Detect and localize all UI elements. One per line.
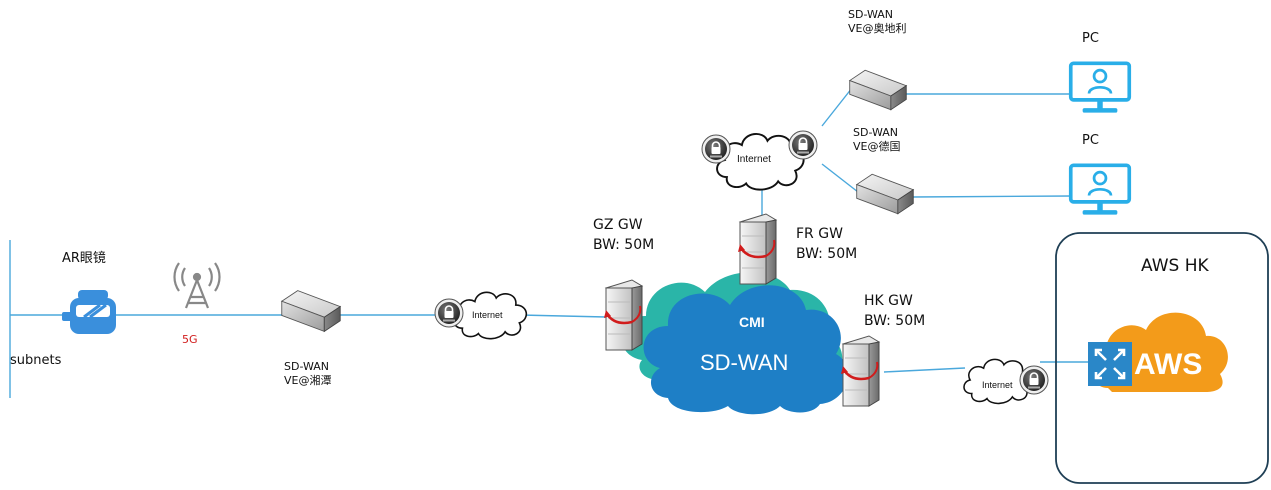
- internet-1-label: Internet: [472, 310, 503, 320]
- links: [9, 87, 1088, 398]
- antenna-5g-icon: [173, 262, 221, 309]
- fr-gw-bw-label: BW: 50M: [796, 246, 858, 262]
- internet-3-label: Internet: [982, 380, 1013, 390]
- ve-xiangtan-label-line1: SD-WAN: [284, 360, 330, 373]
- fiveg-label: 5G: [182, 333, 198, 346]
- aws-hk-region-box: [1055, 232, 1269, 484]
- lock-icon: [434, 298, 464, 328]
- aws-logo-text: AWS: [1134, 348, 1202, 381]
- lock-icon: [788, 130, 818, 160]
- sdwan-ve-germany-icon: [856, 173, 914, 215]
- subnets-label: subnets: [10, 353, 62, 368]
- fr-gw-label: FR GW: [796, 226, 843, 242]
- hk-gw-label: HK GW: [864, 293, 913, 309]
- ve-germany-label-line2: VE@德国: [853, 140, 901, 153]
- pc-2-icon: [1068, 163, 1132, 217]
- lock-icon: [1019, 365, 1049, 395]
- ar-glasses-icon: [62, 290, 116, 334]
- aws-hk-label: AWS HK: [1141, 256, 1209, 276]
- sdwan-core-cloud: [621, 272, 848, 415]
- internet-2-label: Internet: [737, 154, 771, 165]
- cloud-blue-front: [643, 285, 848, 415]
- ve-germany-label-line1: SD-WAN: [853, 126, 899, 139]
- pc-2-label: PC: [1082, 133, 1099, 148]
- gz-gw-bw-label: BW: 50M: [593, 237, 655, 253]
- hk-gw-bw-label: BW: 50M: [864, 313, 926, 329]
- gz-gw-label: GZ GW: [593, 217, 643, 233]
- link-internet-to-gz: [519, 314, 607, 318]
- gz-gateway-server-icon: [602, 278, 644, 352]
- pc-1-label: PC: [1082, 31, 1099, 46]
- hk-gateway-server-icon: [839, 334, 881, 408]
- sdwan-ve-austria-icon: [849, 69, 907, 111]
- link-internet-to-austria: [821, 87, 853, 127]
- pc-1-icon: [1068, 61, 1132, 115]
- cmi-label: CMI: [739, 314, 765, 330]
- sdwan-core-label: SD-WAN: [700, 350, 788, 375]
- sdwan-ve-xiangtan-icon: [281, 290, 341, 332]
- ar-glasses-label: AR眼镜: [62, 251, 106, 266]
- fr-gateway-server-icon: [736, 212, 778, 286]
- aws-logo-icon: [1088, 312, 1228, 392]
- lock-icon: [701, 134, 731, 164]
- link-internet-to-germany: [821, 163, 859, 193]
- link-germany-to-pc: [911, 195, 1073, 198]
- link-hk-to-internet: [883, 367, 966, 373]
- ve-xiangtan-label-line2: VE@湘潭: [284, 374, 332, 387]
- ve-austria-label-line1: SD-WAN: [848, 8, 894, 21]
- ve-austria-label-line2: VE@奥地利: [848, 22, 907, 35]
